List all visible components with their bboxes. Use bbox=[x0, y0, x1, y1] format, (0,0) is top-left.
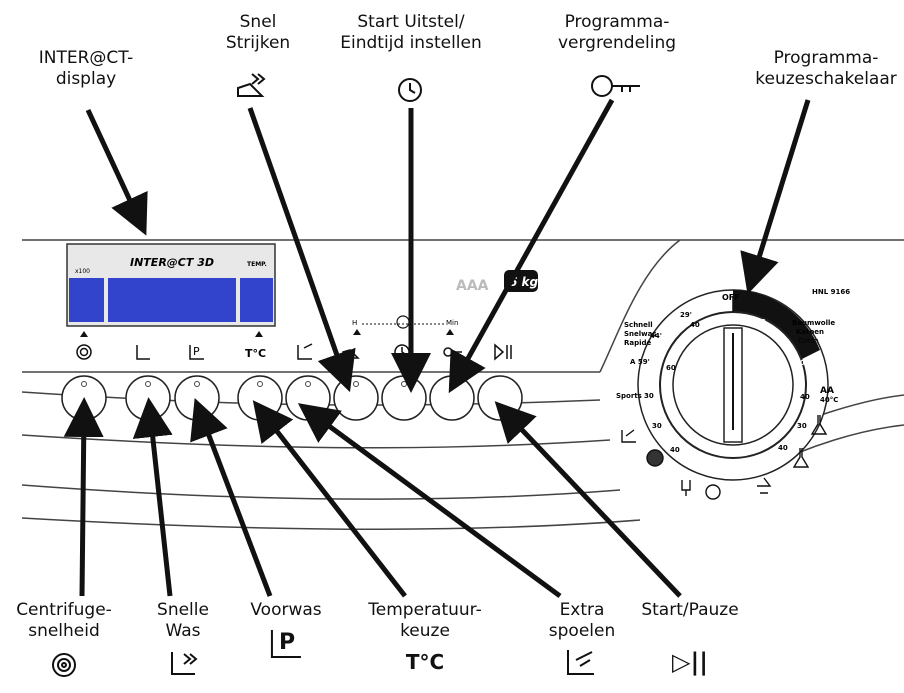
delay-indicator: H Min bbox=[352, 315, 458, 335]
svg-text:Rapide: Rapide bbox=[624, 339, 652, 347]
svg-text:Schnell: Schnell bbox=[624, 321, 653, 329]
arrow-temperatuur bbox=[252, 400, 407, 598]
svg-text:A 59': A 59' bbox=[630, 358, 650, 366]
key-icon bbox=[591, 75, 613, 97]
rinse-symbol-icon bbox=[297, 343, 313, 360]
callout-interact-display: INTER@CT- display bbox=[38, 48, 134, 89]
key-symbol-icon bbox=[443, 347, 453, 357]
clock-icon bbox=[398, 78, 422, 102]
svg-text:90: 90 bbox=[756, 318, 766, 326]
svg-text:40°C: 40°C bbox=[820, 396, 838, 404]
extra-rinse-button[interactable] bbox=[285, 375, 331, 421]
svg-text:Katoen: Katoen bbox=[796, 328, 824, 336]
spin-icon bbox=[52, 653, 76, 677]
delay-start-button[interactable] bbox=[381, 375, 427, 421]
flask-icon bbox=[810, 415, 828, 435]
svg-text:40: 40 bbox=[800, 393, 810, 401]
iron-icon bbox=[237, 82, 265, 97]
button-symbols bbox=[76, 343, 512, 361]
arrow-voorwas bbox=[190, 397, 273, 597]
arrow-centrifuge bbox=[63, 397, 104, 597]
temperature-button[interactable] bbox=[237, 375, 283, 421]
buttons-row bbox=[61, 375, 523, 421]
callout-programma-vergrendeling: Programma- vergrendeling bbox=[557, 12, 677, 53]
display-left-label: x100 bbox=[75, 268, 90, 275]
voorwas-icon: P bbox=[270, 630, 302, 658]
rinse-dial-icon bbox=[757, 477, 772, 494]
svg-text:Min: Min bbox=[446, 319, 458, 327]
dial-labels: OFF 90 60 Baumwolle Katoen Coton 40 AA 4… bbox=[616, 293, 838, 454]
callout-centrifuge: Centrifuge- snelheid bbox=[16, 600, 112, 641]
start-pause-symbol-icon bbox=[494, 343, 512, 361]
extra-rinse-icon bbox=[567, 650, 594, 675]
svg-text:40: 40 bbox=[778, 444, 788, 452]
arrow-snel-strijken bbox=[247, 107, 356, 393]
wool-icon bbox=[646, 449, 664, 467]
flask-icon bbox=[792, 448, 810, 468]
svg-text:Snelwas: Snelwas bbox=[624, 330, 657, 338]
svg-text:44': 44' bbox=[650, 332, 662, 340]
spin-symbol-icon bbox=[76, 344, 92, 360]
top-icons bbox=[52, 73, 640, 677]
arrow-keuzeschakelaar bbox=[740, 99, 811, 295]
display-right-label: TEMP. bbox=[247, 261, 267, 268]
svg-text:40: 40 bbox=[795, 359, 805, 367]
iron-symbol-icon bbox=[342, 349, 360, 359]
svg-text:OFF: OFF bbox=[722, 293, 740, 302]
hand-wash-icon bbox=[621, 429, 636, 443]
callout-start-pauze: Start/Pauze bbox=[641, 600, 739, 620]
temperature-icon: T°C bbox=[405, 650, 445, 674]
prewash-symbol-icon bbox=[189, 345, 204, 360]
interact-display: INTER@CT 3D x100 TEMP. bbox=[66, 243, 276, 337]
arrow-extra-spoelen bbox=[297, 403, 562, 599]
svg-text:AA: AA bbox=[820, 386, 834, 396]
svg-text:30: 30 bbox=[644, 392, 654, 400]
callout-start-uitstel: Start Uitstel/ Eindtijd instellen bbox=[340, 12, 482, 53]
model-label: HNL 9166 bbox=[812, 288, 850, 296]
spin-dial-icon bbox=[705, 484, 721, 500]
start-pause-button[interactable] bbox=[477, 375, 523, 421]
svg-text:Coton: Coton bbox=[798, 337, 819, 345]
svg-text:30: 30 bbox=[652, 422, 662, 430]
callout-temperatuur: Temperatuur- keuze bbox=[368, 600, 482, 641]
svg-text:Baumwolle: Baumwolle bbox=[792, 319, 835, 327]
temp-symbol-text: T°C bbox=[245, 347, 266, 360]
svg-text:30: 30 bbox=[797, 422, 807, 430]
svg-text:40: 40 bbox=[690, 321, 700, 329]
arrow-start-pauze bbox=[494, 401, 682, 598]
svg-text:H: H bbox=[352, 319, 357, 327]
callout-voorwas: Voorwas bbox=[250, 600, 322, 620]
arrow-programma-vergrendeling bbox=[448, 98, 615, 394]
callout-extra-spoelen: Extra spoelen bbox=[548, 600, 616, 641]
callout-arrows bbox=[63, 98, 811, 599]
quick-iron-button[interactable] bbox=[333, 375, 379, 421]
callout-programma-keuzeschakelaar: Programma- keuzeschakelaar bbox=[755, 48, 897, 89]
dial-side-icons bbox=[621, 415, 828, 500]
quick-wash-icon bbox=[171, 652, 195, 675]
program-lock-button[interactable] bbox=[429, 375, 475, 421]
svg-text:Sports: Sports bbox=[616, 392, 642, 400]
energy-label: AAA bbox=[456, 278, 489, 294]
prewash-symbol-text: P bbox=[193, 345, 200, 358]
arrow-display bbox=[85, 108, 148, 236]
start-pause-icon: ▷|| bbox=[672, 648, 708, 676]
callout-snel-strijken: Snel Strijken bbox=[225, 12, 291, 53]
svg-text:60: 60 bbox=[666, 364, 676, 372]
svg-text:29': 29' bbox=[680, 311, 692, 319]
callout-snelle-was: Snelle Was bbox=[157, 600, 209, 641]
svg-text:40: 40 bbox=[670, 446, 680, 454]
svg-text:6 kg: 6 kg bbox=[509, 275, 539, 289]
program-dial[interactable] bbox=[637, 289, 829, 481]
display-title: INTER@CT 3D bbox=[130, 256, 214, 269]
svg-text:60: 60 bbox=[780, 338, 790, 346]
prewash-button[interactable] bbox=[174, 375, 220, 421]
drain-icon bbox=[681, 480, 691, 496]
arrow-snelle-was bbox=[132, 397, 173, 597]
quick-wash-symbol-icon bbox=[136, 345, 150, 360]
